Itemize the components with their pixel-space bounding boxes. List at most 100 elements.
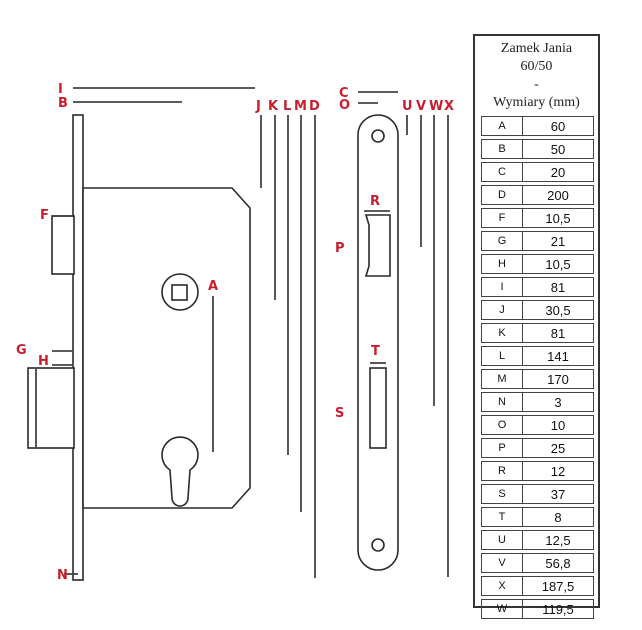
bolt-opening [369,367,387,449]
label-i: I [58,82,63,97]
dimension-value: 10 [523,415,594,435]
strike-plate-drawing [357,114,399,571]
dimension-value: 37 [523,484,594,504]
label-c: C [339,86,349,101]
dimension-value: 25 [523,438,594,458]
dimension-key: N [481,392,523,412]
dimension-key: U [481,530,523,550]
label-a: A [208,279,218,294]
table-header: Zamek Jania 60/50 - Wymiary (mm) [475,36,598,116]
top-screw-hole [371,129,385,143]
dimension-key: V [481,553,523,573]
lock-body-drawing [27,114,251,581]
label-r: R [370,194,380,209]
dimension-value: 141 [523,346,594,366]
dimension-value: 21 [523,231,594,251]
label-h: H [38,354,49,369]
dimension-value: 12,5 [523,530,594,550]
dimension-key: A [481,116,523,136]
cylinder-cutout [161,436,199,507]
table-title: Zamek Jania [500,41,573,56]
dimension-lines-right [358,91,449,577]
label-x: X [444,99,454,114]
label-u: U [402,99,413,114]
dimension-key: C [481,162,523,182]
table-separator: - [534,77,539,92]
lock-diagram: I B J K L M D C O U V W X F A G H N R P … [16,82,454,583]
dimension-value: 60 [523,116,594,136]
dimension-value: 20 [523,162,594,182]
dimension-value: 119,5 [523,599,594,619]
dimension-key: K [481,323,523,343]
dimension-key: B [481,139,523,159]
label-j: J [255,99,261,114]
dimension-labels: I B J K L M D C O U V W X F A G H N R P … [16,82,454,583]
label-f: F [40,208,49,223]
dimension-key: P [481,438,523,458]
latch-bolt [51,215,75,275]
label-o: O [339,98,350,113]
latch-opening [364,214,391,277]
label-s: S [335,406,344,421]
dimension-value: 170 [523,369,594,389]
table-model: 60/50 [520,59,553,74]
dimension-key: J [481,300,523,320]
dimension-value: 187,5 [523,576,594,596]
dimension-key: R [481,461,523,481]
dimension-key: I [481,277,523,297]
dimension-value: 200 [523,185,594,205]
dimension-key: M [481,369,523,389]
dimension-lines-left [52,87,316,578]
faceplate [72,114,84,581]
dead-bolt [27,367,75,449]
dimension-value: 8 [523,507,594,527]
dimension-value: 30,5 [523,300,594,320]
dimension-key: H [481,254,523,274]
dimension-key: L [481,346,523,366]
label-k: K [268,99,279,114]
dimension-key: W [481,599,523,619]
label-l: L [283,99,291,114]
dimension-value: 10,5 [523,254,594,274]
dimension-key: F [481,208,523,228]
label-d: D [309,99,320,114]
dimension-key: G [481,231,523,251]
label-b: B [58,96,68,111]
label-g: G [16,343,27,358]
dimension-value: 12 [523,461,594,481]
dimension-value: 81 [523,277,594,297]
dimension-key: S [481,484,523,504]
dimension-key: T [481,507,523,527]
dimension-value: 81 [523,323,594,343]
label-t: T [371,344,380,359]
label-p: P [335,241,345,256]
dimension-value: 3 [523,392,594,412]
dimension-value: 56,8 [523,553,594,573]
label-v: V [416,99,426,114]
dimension-value: 10,5 [523,208,594,228]
strike-plate [357,114,399,571]
lock-case [82,187,251,509]
